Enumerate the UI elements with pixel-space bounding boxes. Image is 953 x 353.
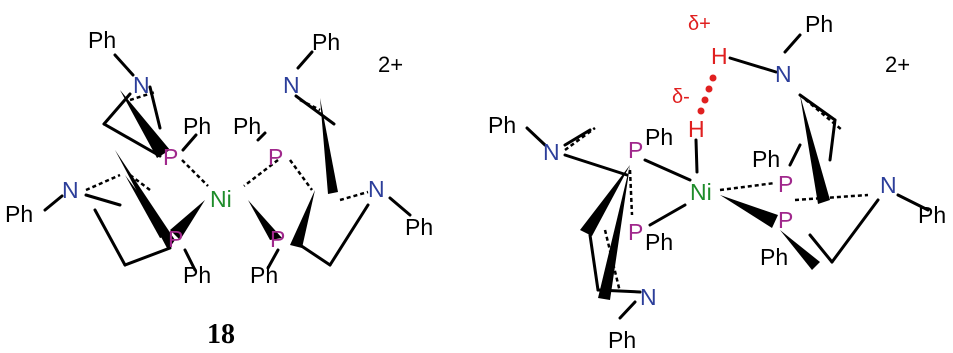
ph-n-left: Ph <box>488 112 516 138</box>
left-atom-labels: Ph N N Ph Ph P Ph P Ni N Ph N Ph P Ph P … <box>5 27 433 288</box>
h-lower: H <box>688 116 705 142</box>
right-wedge-bonds <box>580 95 830 300</box>
left-hash-bonds <box>85 90 369 202</box>
ph-p-lower-left-right: Ph <box>645 229 673 255</box>
p-upper-left-right: P <box>628 137 643 163</box>
dihydrogen-interaction <box>697 74 717 115</box>
h-upper: H <box>711 43 728 69</box>
ph-p-upper-right: Ph <box>233 113 261 139</box>
compound-label: 18 <box>207 319 235 350</box>
right-hash-bonds <box>564 94 869 293</box>
ph-p-upper-left-right: Ph <box>645 124 673 150</box>
n-bottom: N <box>640 284 657 310</box>
ph-n-bottom: Ph <box>608 327 636 353</box>
left-complex: Ph N N Ph Ph P Ph P Ni N Ph N Ph P Ph P … <box>5 27 433 350</box>
p-upper-right-right: P <box>778 171 793 197</box>
ph-n-mid-left: Ph <box>5 201 33 227</box>
p-lower-left: P <box>168 226 183 252</box>
ph-p-upper-left: Ph <box>183 113 211 139</box>
n-top-left: N <box>133 72 150 98</box>
left-wedge-bonds <box>115 90 338 250</box>
ph-p-upper-right-right: Ph <box>752 146 780 172</box>
right-atom-labels: δ+ H δ- H Ph N Ph N P Ph P Ph Ni Ph P P … <box>488 11 946 353</box>
n-mid-right: N <box>368 176 385 202</box>
n-top: N <box>775 61 792 87</box>
n-mid-left: N <box>62 177 79 203</box>
delta-minus: δ- <box>672 86 690 108</box>
ph-n-top-right: Ph <box>312 29 340 55</box>
ph-p-lower-right: Ph <box>250 262 278 288</box>
right-charge: 2+ <box>885 52 910 77</box>
n-top-right: N <box>283 72 300 98</box>
ph-n-top-left: Ph <box>88 27 116 53</box>
p-lower-right-right: P <box>778 207 793 233</box>
right-bonds <box>525 33 930 320</box>
p-lower-left-right: P <box>628 219 643 245</box>
ph-p-lower-right-right: Ph <box>760 244 788 270</box>
left-charge: 2+ <box>378 52 403 77</box>
p-lower-right: P <box>270 226 285 252</box>
right-complex: δ+ H δ- H Ph N Ph N P Ph P Ph Ni Ph P P … <box>488 11 946 353</box>
ph-n-top: Ph <box>805 11 833 37</box>
p-upper-left: P <box>163 144 178 170</box>
ph-n-mid-right: Ph <box>405 214 433 240</box>
n-right: N <box>880 172 897 198</box>
ph-n-right: Ph <box>918 202 946 228</box>
ni-right: Ni <box>690 179 712 205</box>
left-bonds <box>43 50 412 272</box>
ni-left: Ni <box>210 186 232 212</box>
delta-plus: δ+ <box>688 13 711 35</box>
ph-p-lower-left: Ph <box>183 262 211 288</box>
n-left: N <box>543 139 560 165</box>
p-upper-right: P <box>268 144 283 170</box>
